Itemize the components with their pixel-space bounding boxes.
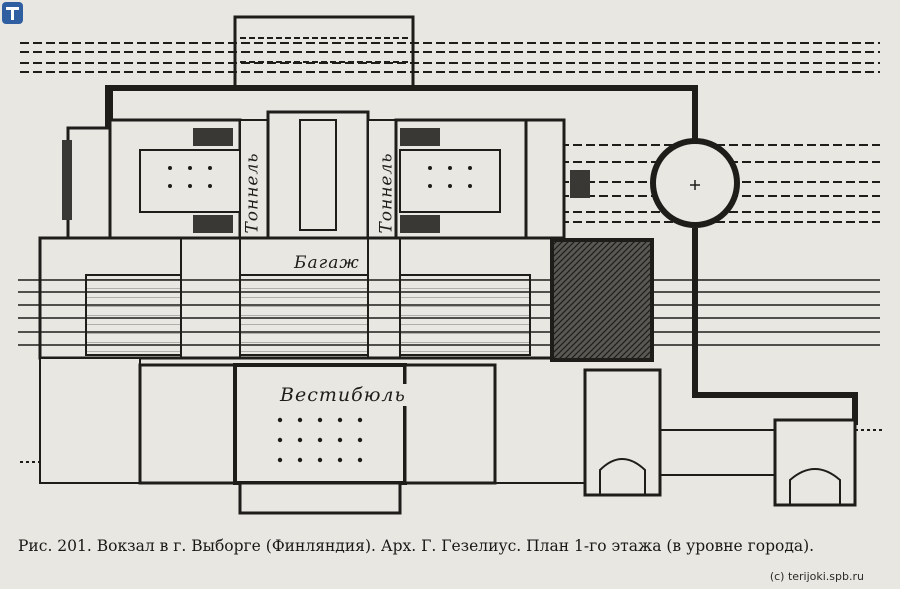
baggage-label: Багаж	[290, 253, 364, 273]
tunnel-label-right: Тоннель	[376, 152, 397, 234]
figure-caption: Рис. 201. Вокзал в г. Выборге (Финляндия…	[18, 537, 815, 555]
tunnel-label-left: Тоннель	[242, 152, 263, 234]
vestibule-label: Вестибюль	[276, 384, 410, 406]
copyright-notice: (c) terijoki.spb.ru	[769, 570, 864, 583]
terijoki-logo-icon[interactable]	[2, 2, 23, 24]
